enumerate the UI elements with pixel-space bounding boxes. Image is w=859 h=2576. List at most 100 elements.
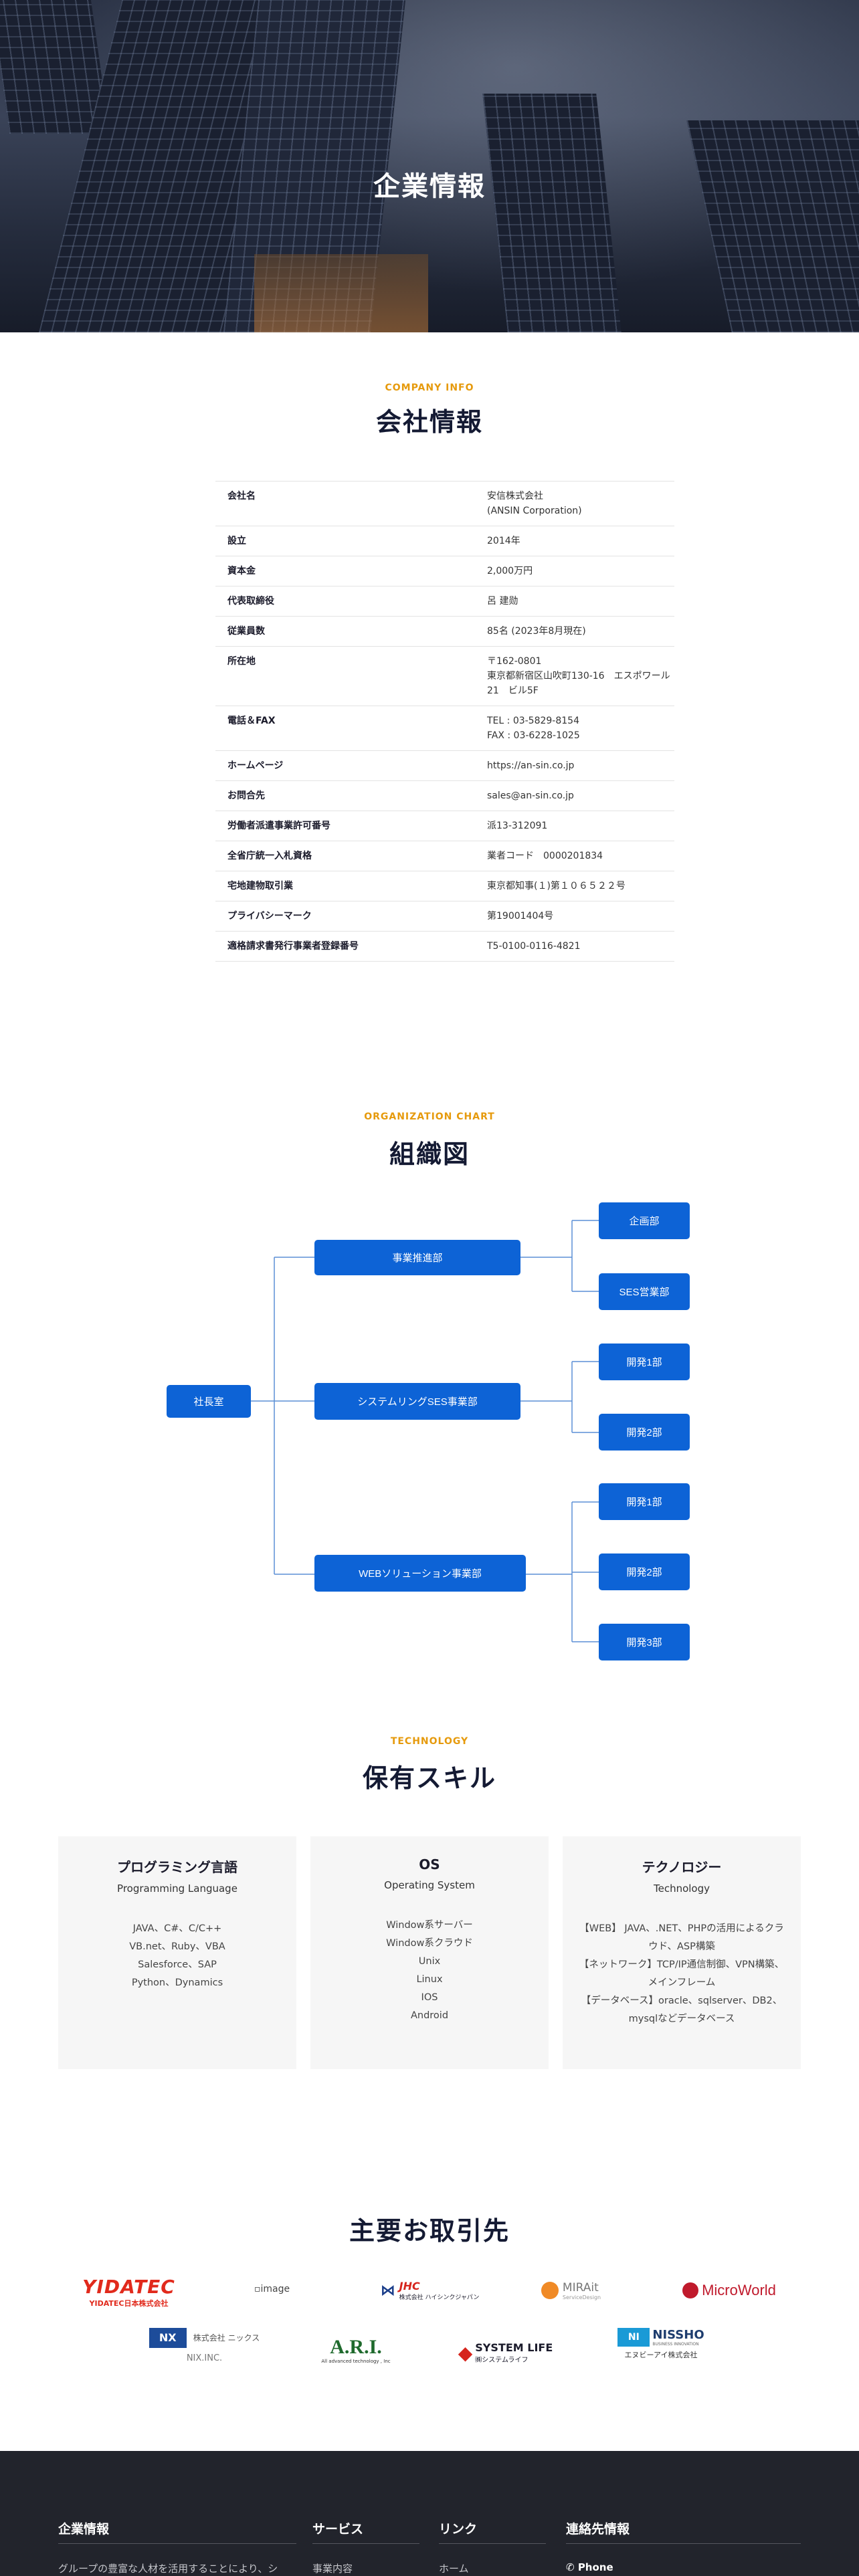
- logo-microworld: MicroWorld: [669, 2277, 789, 2304]
- info-row: プライバシーマーク 第19001404号: [215, 901, 674, 932]
- logo-nix-company: 株式会社 ニックス: [193, 2333, 260, 2343]
- info-label: ホームページ: [227, 760, 284, 771]
- footer-company-text: グループの豊富な人材を活用することにより、シ: [58, 2563, 278, 2575]
- info-label: お問合先: [227, 790, 265, 801]
- org-node-unit: 企画部: [599, 1202, 690, 1239]
- skill-card-body: Window系サーバー Window系クラウド Unix Linux IOS A…: [386, 1920, 473, 2021]
- skill-card-body: 【WEB】 JAVA、.NET、PHPの活用によるクラウド、ASP構築 【ネット…: [579, 1923, 785, 2024]
- microworld-globe-icon: [682, 2282, 699, 2298]
- logo-nissho-tag: BUSINESS INNOVATION: [652, 2342, 699, 2347]
- info-value: T5-0100-0116-4821: [487, 941, 581, 952]
- org-node-division: WEBソリューション事業部: [314, 1555, 526, 1592]
- org-eyebrow: ORGANIZATION CHART: [364, 1111, 495, 1122]
- site-footer: [0, 2451, 859, 2576]
- logo-ari-main: A.R.I.: [330, 2336, 382, 2358]
- footer-divider: [566, 2543, 801, 2544]
- org-node-division: 事業推進部: [314, 1240, 520, 1275]
- info-row: 会社名 安信株式会社 (ANSIN Corporation): [215, 481, 674, 526]
- info-value: 〒162-0801 東京都新宿区山吹町130-16 エスポワール21 ビル5F: [487, 656, 670, 696]
- skill-card-programming: プログラミング言語 Programming Language JAVA、C#、C…: [58, 1836, 296, 2069]
- skills-eyebrow: TECHNOLOGY: [390, 1736, 469, 1747]
- footer-contact-title: 連絡先情報: [566, 2522, 630, 2537]
- footer-company-title: 企業情報: [58, 2522, 110, 2537]
- org-title: 組織図: [389, 1140, 470, 1169]
- footer-divider: [439, 2543, 546, 2544]
- hero-banner: 企業情報: [0, 0, 859, 332]
- logo-jhc-sub: 株式会社 ハイシンクジャパン: [399, 2294, 480, 2301]
- info-row: 全省庁統一入札資格 業者コード 0000201834: [215, 841, 674, 871]
- info-value: 安信株式会社 (ANSIN Corporation): [487, 491, 582, 516]
- logo-systemlife-sub: ㈱システムライフ: [475, 2357, 529, 2364]
- footer-link-services[interactable]: 事業内容: [312, 2563, 353, 2575]
- logo-mirait: MIRAit ServiceDesign: [526, 2277, 616, 2304]
- skill-card-subtitle: Programming Language: [117, 1883, 237, 1895]
- info-label: 所在地: [227, 656, 256, 667]
- org-node-unit: 開発3部: [599, 1624, 690, 1660]
- info-label: 設立: [227, 536, 246, 546]
- logo-ari-sub: All advanced technology , Inc: [321, 2359, 391, 2364]
- company-title: 会社情報: [375, 407, 483, 437]
- info-row: 労働者派遣事業許可番号 派13-312091: [215, 811, 674, 841]
- footer-link-home[interactable]: ホーム: [439, 2563, 469, 2575]
- footer-links-title: リンク: [439, 2522, 478, 2537]
- phone-icon: ✆: [566, 2561, 575, 2573]
- info-value: 業者コード 0000201834: [487, 851, 603, 861]
- info-row: 宅地建物取引業 東京都知事(１)第１０６５２２号: [215, 871, 674, 901]
- info-value: 第19001404号: [487, 911, 554, 922]
- broken-image-icon: ▫: [254, 2284, 261, 2294]
- footer-services-title: サービス: [312, 2522, 364, 2537]
- footer-divider: [312, 2543, 419, 2544]
- info-label: 全省庁統一入札資格: [227, 851, 312, 861]
- skill-card-technology: テクノロジー Technology 【WEB】 JAVA、.NET、PHPの活用…: [563, 1836, 801, 2069]
- org-node-president: 社長室: [167, 1385, 251, 1418]
- logo-nix: NX 株式会社 ニックス NIX.INC.: [146, 2322, 263, 2369]
- logo-broken-image: ▫ image: [254, 2279, 321, 2299]
- logo-systemlife-main: SYSTEM LIFE: [475, 2341, 553, 2354]
- info-label: 宅地建物取引業: [227, 881, 293, 891]
- info-label: 従業員数: [227, 626, 265, 637]
- jhc-mark-icon: ⋈: [380, 2282, 395, 2299]
- logo-ari: A.R.I. All advanced technology , Inc: [309, 2334, 403, 2366]
- info-value: 呂 建勋: [487, 596, 518, 607]
- info-label: プライバシーマーク: [227, 911, 312, 922]
- nissho-mark-icon: NI: [617, 2328, 650, 2347]
- logo-nissho: NI NISSHO BUSINESS INNOVATION エヌビーアイ株式会社: [607, 2326, 714, 2362]
- clients-title: 主要お取引先: [349, 2216, 510, 2246]
- info-label: 代表取締役: [227, 596, 274, 607]
- org-node-unit: 開発2部: [599, 1414, 690, 1451]
- logo-microworld-text: MicroWorld: [702, 2282, 776, 2298]
- org-node-division: システムリングSES事業部: [314, 1383, 520, 1420]
- info-row: 設立 2014年: [215, 526, 674, 556]
- info-value: 2014年: [487, 536, 520, 546]
- skill-card-body: JAVA、C#、C/C++ VB.net、Ruby、VBA Salesforce…: [129, 1923, 225, 1988]
- info-label: 適格請求書発行事業者登録番号: [227, 941, 359, 952]
- info-row: 従業員数 85名 (2023年8月現在): [215, 617, 674, 647]
- logo-yidatec-sub: YIDATEC日本株式会社: [89, 2299, 169, 2308]
- info-row: 適格請求書発行事業者登録番号 T5-0100-0116-4821: [215, 932, 674, 962]
- info-value: 東京都知事(１)第１０６５２２号: [487, 881, 626, 891]
- org-chart: 社長室 事業推進部 システムリングSES事業部 WEBソリューション事業部 企画…: [0, 1190, 859, 1672]
- info-label: 資本金: [227, 566, 256, 576]
- info-label: 会社名: [227, 491, 256, 502]
- skill-card-os: OS Operating System Window系サーバー Window系ク…: [310, 1836, 549, 2069]
- logo-jhc-main: JHC: [399, 2280, 420, 2292]
- footer-phone[interactable]: ✆ Phone: [566, 2561, 613, 2573]
- info-row: 所在地 〒162-0801 東京都新宿区山吹町130-16 エスポワール21 ビル…: [215, 647, 674, 706]
- logo-mirait-main: MIRAit: [562, 2280, 599, 2294]
- info-value: 派13-312091: [487, 821, 548, 831]
- logo-systemlife: ◆ SYSTEM LIFE ㈱システムライフ: [447, 2339, 564, 2367]
- org-node-unit: SES営業部: [599, 1273, 690, 1310]
- info-value: TEL : 03-5829-8154 FAX : 03-6228-1025: [487, 716, 580, 741]
- info-label: 労働者派遣事業許可番号: [227, 821, 330, 831]
- skill-card-subtitle: Technology: [653, 1883, 710, 1895]
- org-connectors: [251, 1220, 599, 1642]
- info-value: 85名 (2023年8月現在): [487, 626, 586, 637]
- skill-card-title: プログラミング言語: [117, 1859, 237, 1875]
- mirait-circle-icon: [541, 2282, 559, 2299]
- skill-card-title: テクノロジー: [642, 1859, 722, 1875]
- logo-jhc: ⋈ JHC 株式会社 ハイシンクジャパン: [371, 2277, 488, 2304]
